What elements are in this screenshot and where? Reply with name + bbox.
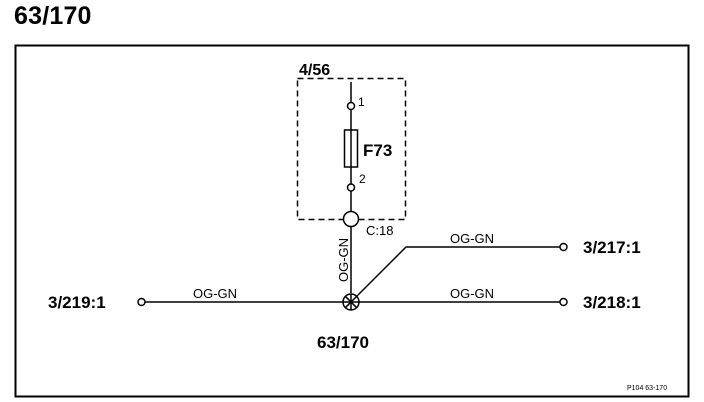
terminal-3-218-label: 3/218:1 (583, 293, 641, 312)
diagram-frame (14, 44, 690, 398)
fuse-pin-2 (346, 183, 356, 192)
terminal-3-217-label: 3/217:1 (583, 238, 641, 257)
footer-ref: P104 63-170 (627, 385, 667, 392)
wire-to-3-217 (350, 246, 560, 303)
wire-to-3-217-color: OG-GN (450, 231, 494, 246)
terminal-3-217 (559, 242, 568, 252)
wire-to-3-218-color: OG-GN (450, 286, 494, 301)
wire-vertical-color: OG-GN (336, 238, 351, 282)
fuse-pin-1-label: 1 (358, 95, 365, 109)
fuse-box-label: 4/56 (299, 62, 330, 79)
connector-c18 (342, 210, 360, 228)
splice-63-170 (342, 293, 360, 311)
fuse-name-label: F73 (363, 141, 392, 160)
terminal-3-218 (559, 297, 568, 307)
fuse-pin-1 (346, 101, 356, 111)
terminal-3-219-label: 3/219:1 (48, 293, 106, 312)
terminal-3-219 (137, 297, 146, 307)
page-title: 63/170 (14, 2, 92, 30)
splice-label: 63/170 (317, 333, 369, 352)
fuse-pin-2-label: 2 (359, 172, 366, 186)
connector-label: C:18 (366, 223, 393, 238)
wire-to-3-219-color: OG-GN (193, 286, 237, 301)
